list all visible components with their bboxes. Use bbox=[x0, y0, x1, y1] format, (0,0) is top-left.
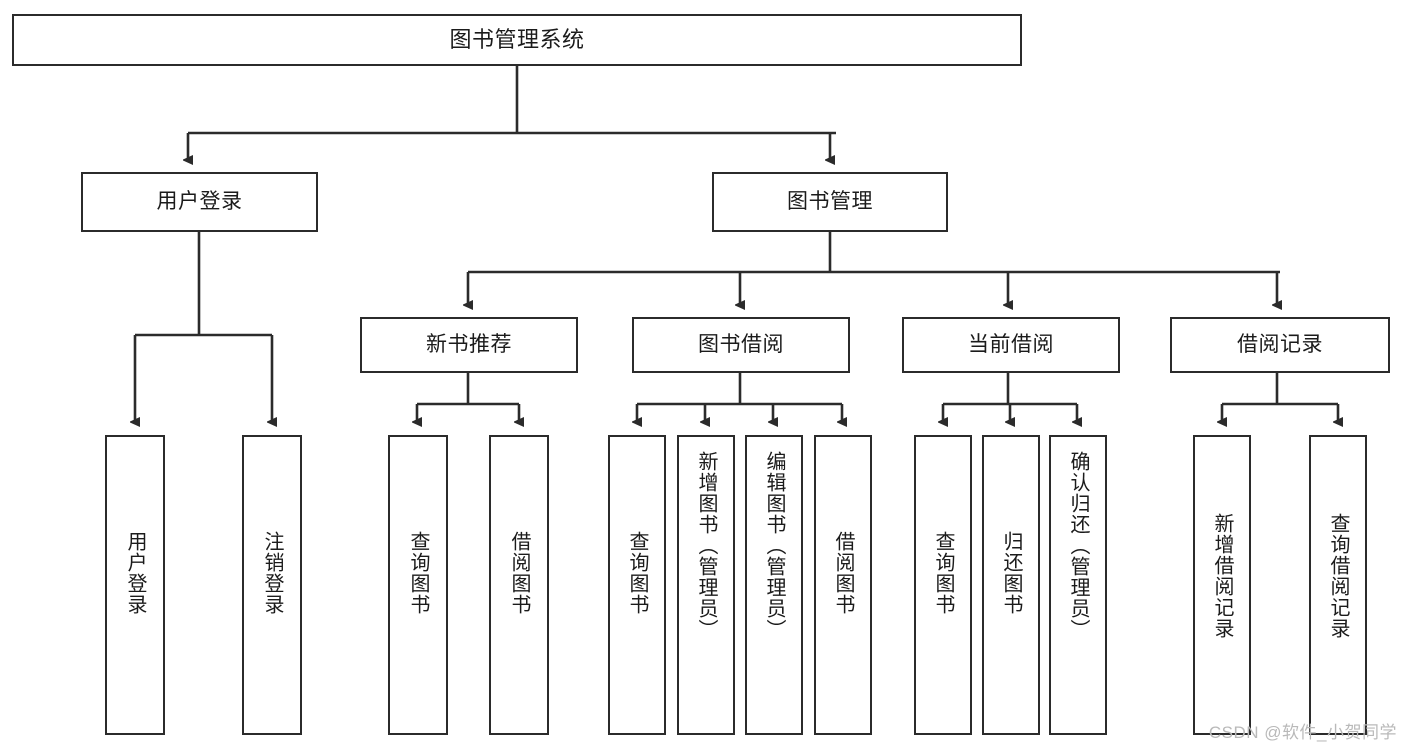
node-current-borrow-label: 当前借阅 bbox=[968, 332, 1054, 356]
node-root[interactable]: 图书管理系统 bbox=[12, 14, 1022, 66]
node-leaf-add-book-label: 新增图书（管理员） bbox=[695, 451, 717, 640]
node-leaf-query-record[interactable]: 查询借阅记录 bbox=[1309, 435, 1367, 735]
node-book-borrow-label: 图书借阅 bbox=[698, 332, 784, 356]
node-leaf-borrow-book-1[interactable]: 借阅图书 bbox=[489, 435, 549, 735]
node-leaf-logout-login[interactable]: 注销登录 bbox=[242, 435, 302, 735]
node-leaf-query-book-1-label: 查询图书 bbox=[407, 531, 429, 615]
node-book-manage-label: 图书管理 bbox=[787, 189, 873, 213]
node-leaf-add-record[interactable]: 新增借阅记录 bbox=[1193, 435, 1251, 735]
node-leaf-query-book-2[interactable]: 查询图书 bbox=[608, 435, 666, 735]
node-borrow-record-label: 借阅记录 bbox=[1237, 332, 1323, 356]
node-leaf-borrow-book-1-label: 借阅图书 bbox=[508, 531, 530, 615]
node-borrow-record[interactable]: 借阅记录 bbox=[1170, 317, 1390, 373]
node-leaf-query-book-3-label: 查询图书 bbox=[932, 531, 954, 615]
node-leaf-return-book-label: 归还图书 bbox=[1000, 531, 1022, 615]
node-leaf-confirm-return[interactable]: 确认归还（管理员） bbox=[1049, 435, 1107, 735]
node-leaf-user-login-label: 用户登录 bbox=[124, 531, 146, 615]
node-book-borrow[interactable]: 图书借阅 bbox=[632, 317, 850, 373]
node-book-manage[interactable]: 图书管理 bbox=[712, 172, 948, 232]
node-leaf-return-book[interactable]: 归还图书 bbox=[982, 435, 1040, 735]
node-leaf-query-book-2-label: 查询图书 bbox=[626, 531, 648, 615]
node-leaf-confirm-return-label: 确认归还（管理员） bbox=[1067, 451, 1089, 640]
node-new-book-recommend[interactable]: 新书推荐 bbox=[360, 317, 578, 373]
node-leaf-borrow-book-2[interactable]: 借阅图书 bbox=[814, 435, 872, 735]
node-leaf-add-record-label: 新增借阅记录 bbox=[1211, 513, 1233, 639]
node-leaf-add-book[interactable]: 新增图书（管理员） bbox=[677, 435, 735, 735]
node-leaf-logout-login-label: 注销登录 bbox=[261, 531, 283, 615]
node-root-label: 图书管理系统 bbox=[449, 27, 585, 53]
node-leaf-edit-book[interactable]: 编辑图书（管理员） bbox=[745, 435, 803, 735]
node-leaf-edit-book-label: 编辑图书（管理员） bbox=[763, 451, 785, 640]
node-leaf-borrow-book-2-label: 借阅图书 bbox=[832, 531, 854, 615]
node-current-borrow[interactable]: 当前借阅 bbox=[902, 317, 1120, 373]
csdn-watermark: CSDN @软件_小贺同学 bbox=[1208, 723, 1397, 742]
node-user-login[interactable]: 用户登录 bbox=[81, 172, 318, 232]
node-leaf-query-book-3[interactable]: 查询图书 bbox=[914, 435, 972, 735]
node-user-login-label: 用户登录 bbox=[156, 189, 243, 213]
node-new-book-recommend-label: 新书推荐 bbox=[426, 332, 512, 356]
node-leaf-query-book-1[interactable]: 查询图书 bbox=[388, 435, 448, 735]
node-leaf-user-login[interactable]: 用户登录 bbox=[105, 435, 165, 735]
node-leaf-query-record-label: 查询借阅记录 bbox=[1327, 513, 1349, 639]
